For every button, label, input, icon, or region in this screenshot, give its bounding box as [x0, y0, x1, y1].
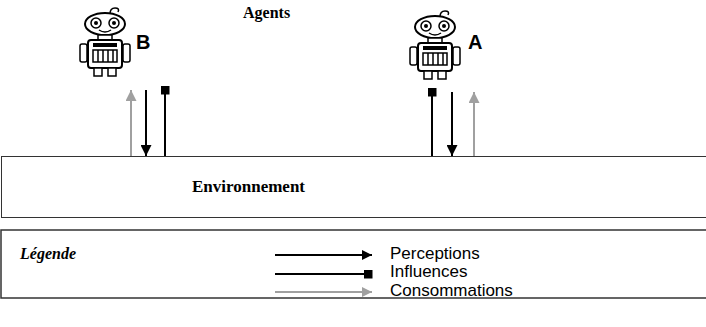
environment-box: Environnement — [1, 156, 706, 218]
legend-label: Consommations — [390, 281, 513, 300]
legend-label: Influences — [390, 262, 468, 281]
node-label: Environnement — [192, 177, 305, 197]
influence-sample — [275, 273, 368, 275]
influence-line — [431, 92, 433, 156]
legend-box — [1, 230, 706, 298]
diagram-title: Agents — [243, 4, 290, 22]
legend-entry: Influences — [390, 262, 468, 282]
consumption-arrow — [130, 90, 132, 156]
legend-entry: Consommations — [390, 281, 513, 301]
agent-node: B — [78, 3, 173, 89]
legend-entry: Perceptions — [390, 244, 480, 264]
consumption-arrow — [473, 92, 475, 156]
node-label: A — [468, 31, 482, 54]
legend-heading: Légende — [20, 245, 76, 263]
perception-arrow — [451, 92, 453, 156]
agent-node: A — [408, 3, 490, 91]
node-label: B — [136, 31, 150, 54]
robot-icon — [80, 8, 130, 76]
robot-icon — [410, 11, 460, 79]
perception-arrow — [145, 90, 147, 156]
perception-sample — [275, 254, 372, 256]
influence-line — [164, 90, 166, 156]
consumption-sample — [275, 291, 372, 293]
legend-label: Perceptions — [390, 244, 480, 263]
